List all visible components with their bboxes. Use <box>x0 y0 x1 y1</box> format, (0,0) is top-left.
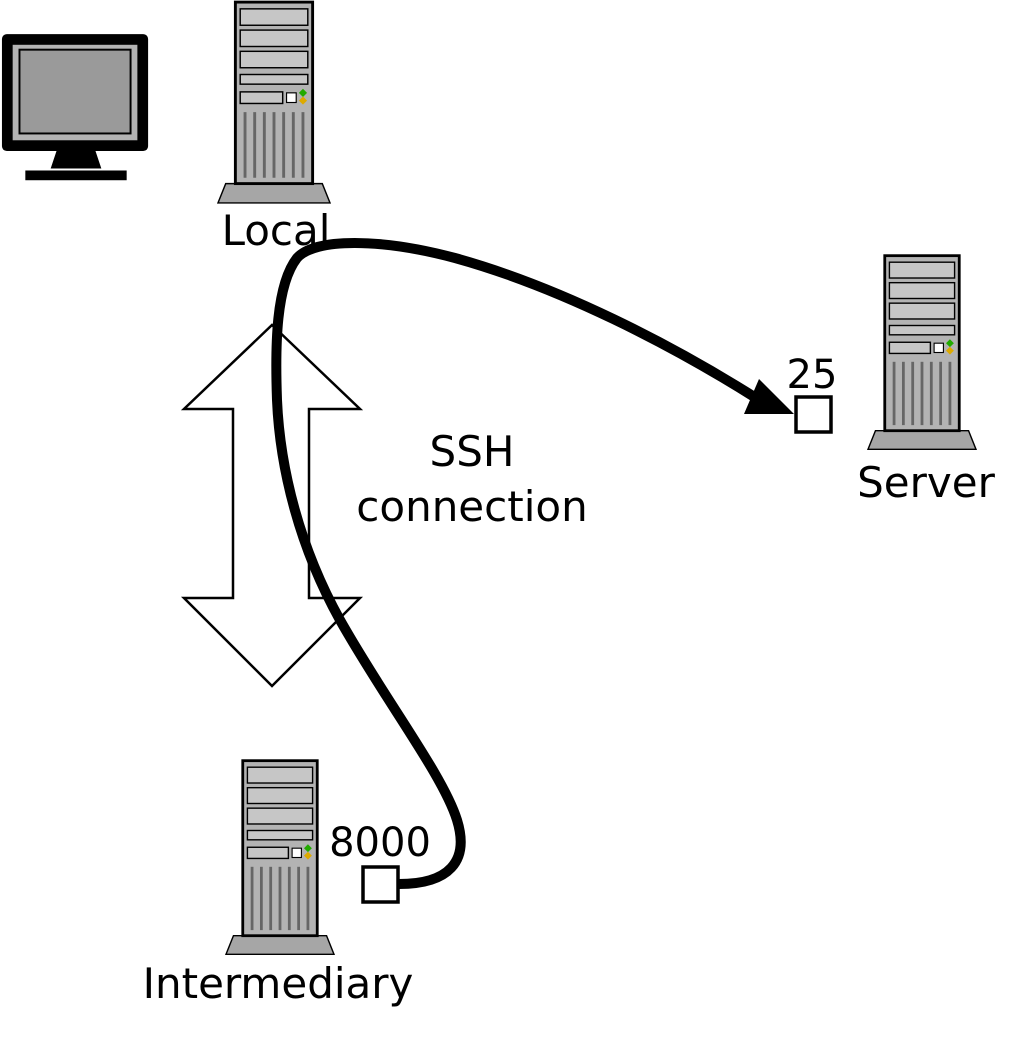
ssh-double-arrow <box>180 323 364 688</box>
intermediary-computer-icon <box>224 759 336 956</box>
local-computer-icon <box>216 0 332 205</box>
port-8000-box <box>361 865 400 904</box>
port-25-label: 25 <box>787 352 838 398</box>
port-8000-label: 8000 <box>329 820 431 866</box>
ssh-connection-label-line1: SSH <box>430 427 515 476</box>
monitor-icon <box>0 33 150 182</box>
port-forwarding-curve <box>271 238 761 889</box>
ssh-connection-label-line2: connection <box>356 482 587 531</box>
server-label: Server <box>857 458 995 507</box>
port-25-box <box>794 395 833 434</box>
port-forwarding-arrowhead <box>744 379 794 414</box>
intermediary-label: Intermediary <box>143 959 414 1008</box>
server-computer-icon <box>866 254 978 451</box>
